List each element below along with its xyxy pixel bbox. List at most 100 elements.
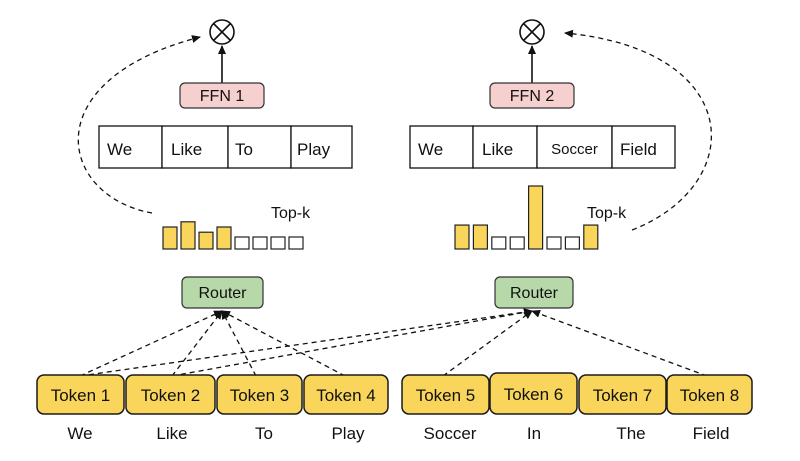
token-to-router-edges: [79, 308, 708, 377]
combine-2: [519, 19, 545, 45]
word-cell-label: We: [107, 140, 132, 159]
token-word: We: [67, 424, 92, 443]
edge-token8-router2: [531, 310, 708, 377]
expert-1: FFN 1 We Like To Play Top-k Router: [98, 19, 353, 309]
token-box: [125, 374, 216, 415]
router-score-bar-empty: [270, 236, 286, 250]
edge-token3-router1: [221, 310, 257, 377]
token-word: Field: [693, 424, 730, 443]
token-box: [303, 374, 389, 415]
token-box: [216, 374, 303, 415]
word-cell-label: To: [235, 140, 253, 159]
router-2: Router: [494, 276, 574, 309]
edge-token4-router1: [221, 310, 346, 377]
token-box: [666, 374, 753, 415]
edge-token5-router2: [442, 310, 533, 377]
token-word: The: [616, 424, 645, 443]
word-cell-label: Field: [620, 140, 657, 159]
router-score-bar: [198, 231, 214, 250]
token-word: In: [527, 424, 541, 443]
token-word: Soccer: [424, 424, 477, 443]
token-box: [578, 374, 667, 415]
ffn-2: FFN 2: [489, 82, 575, 109]
router-score-bar-empty: [509, 236, 525, 250]
token-1: Token 1 We: [36, 374, 125, 443]
ffn-1: FFN 1: [179, 82, 265, 109]
token-box: [36, 374, 125, 415]
token-label: Token 7: [593, 386, 653, 405]
token-label: Token 8: [680, 386, 740, 405]
router-score-bar: [180, 221, 196, 250]
word-cell-label: Soccer: [551, 141, 598, 158]
edge-topk2-combine2: [564, 29, 712, 231]
edge-topk1-combine1: [77, 35, 201, 214]
word-cell: [98, 125, 163, 169]
token-word: To: [255, 424, 273, 443]
router-score-bar-empty: [564, 236, 581, 250]
router-2-box: [494, 276, 574, 309]
token-label: Token 1: [51, 386, 111, 405]
router-score-bar-empty: [288, 236, 304, 250]
token-3: Token 3 To: [216, 374, 303, 443]
token-label: Token 6: [504, 385, 564, 404]
router-score-bar: [583, 224, 599, 250]
word-cell: [409, 125, 474, 169]
word-cell: [161, 125, 229, 169]
token-label: Token 2: [141, 386, 201, 405]
topk-to-combine-edges: [77, 29, 712, 231]
token-label: Token 5: [416, 386, 476, 405]
router-score-bar: [454, 224, 470, 250]
circled-times-icon-stroke: [212, 22, 232, 42]
router-score-bar: [216, 226, 232, 250]
token-label: Token 3: [230, 386, 290, 405]
router-score-bar: [527, 185, 544, 250]
router-score-bars-2: [454, 185, 599, 250]
selected-words-2: We Like Soccer Field: [409, 125, 676, 169]
selected-words-1: We Like To Play: [98, 125, 353, 169]
ffn-2-label: FFN 2: [510, 88, 555, 105]
token-5: Token 5 Soccer: [401, 374, 490, 443]
router-score-bar-empty: [546, 236, 562, 250]
edge-token1-router2: [79, 308, 533, 377]
router-1: Router: [181, 276, 264, 309]
router-1-label: Router: [198, 285, 247, 302]
token-4: Token 4 Play: [303, 374, 389, 443]
circled-times-icon-stroke: [522, 22, 542, 42]
edge-token2-router1: [171, 310, 223, 377]
ffn-1-label: FFN 1: [200, 88, 245, 105]
token-box: [401, 374, 490, 415]
word-cell-label: Play: [297, 140, 331, 159]
word-cell-label: Like: [171, 140, 202, 159]
ffn-2-box: [489, 82, 575, 109]
word-cell: [472, 125, 538, 169]
token-box: [489, 372, 578, 415]
edge-token1-router1: [79, 310, 223, 377]
token-word: Like: [156, 424, 187, 443]
router-1-box: [181, 276, 264, 309]
router-score-bar-empty: [252, 236, 268, 250]
router-2-label: Router: [510, 285, 559, 302]
router-score-bar-empty: [234, 236, 250, 250]
router-score-bar: [472, 224, 488, 250]
token-word: Play: [331, 424, 365, 443]
token-2: Token 2 Like: [125, 374, 216, 443]
token-row: Token 1 We Token 2 Like Token 3 To Token…: [36, 372, 753, 443]
word-cell: [290, 125, 353, 169]
word-cell: [611, 125, 676, 169]
router-score-bar-empty: [491, 236, 507, 250]
edge-token2-router2: [171, 308, 533, 377]
token-8: Token 8 Field: [666, 374, 753, 443]
token-7: Token 7 The: [578, 374, 667, 443]
word-cell-label: Like: [482, 140, 513, 159]
ffn-1-box: [179, 82, 265, 109]
token-6: Token 6 In: [489, 372, 578, 443]
combine-1: [209, 19, 235, 45]
topk-label-1: Top-k: [271, 205, 311, 222]
word-cell-label: We: [418, 140, 443, 159]
token-label: Token 4: [316, 386, 376, 405]
router-score-bar: [162, 226, 178, 250]
expert-2: FFN 2 We Like Soccer Field Top-k Router: [409, 19, 676, 309]
topk-label-2: Top-k: [587, 205, 627, 222]
